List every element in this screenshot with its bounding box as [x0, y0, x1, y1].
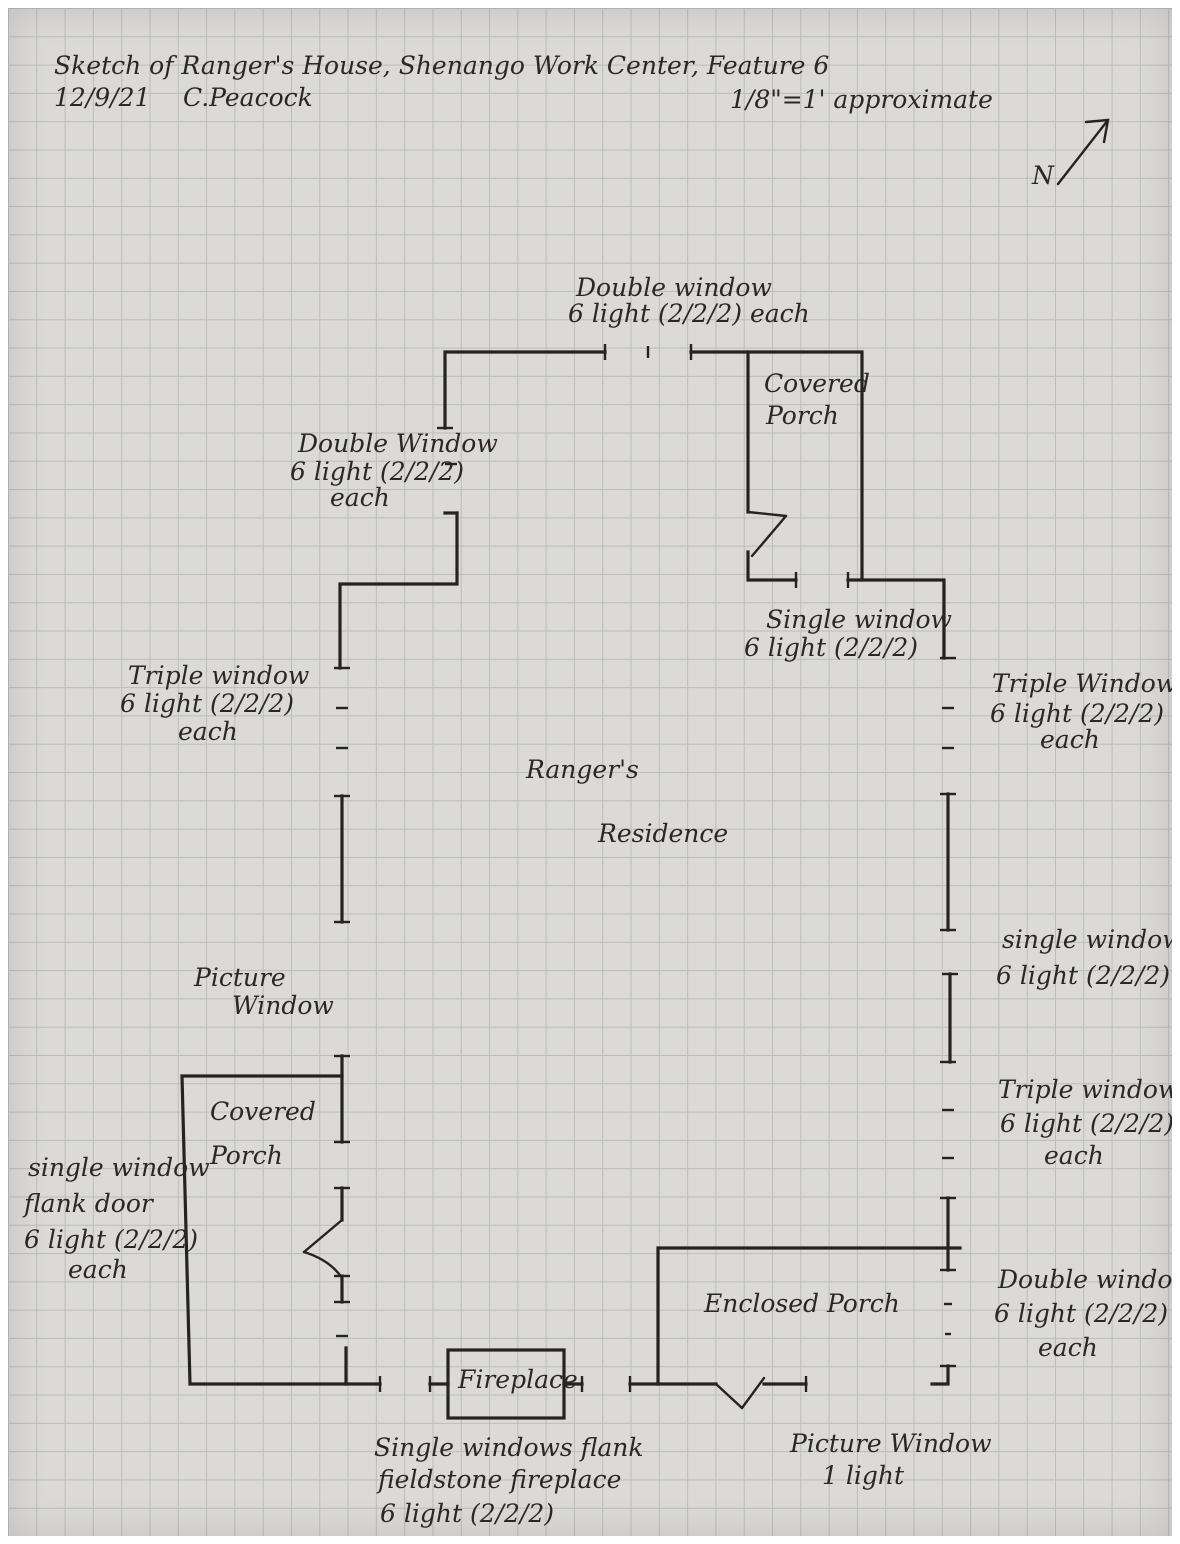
left-porch-label-line1: Covered — [210, 1097, 316, 1126]
right-double-window-label-3: each — [1038, 1333, 1098, 1362]
fireplace-box — [446, 1348, 566, 1420]
left-double-window-label-2: 6 light (2/2/2) — [290, 457, 464, 486]
right-single-window-label-1: single window — [1002, 925, 1172, 954]
main-room-label-line2: Residence — [597, 819, 728, 848]
left-single-flank-label-4: each — [68, 1255, 128, 1284]
left-single-flank-label-3: 6 light (2/2/2) — [24, 1225, 198, 1254]
enclosed-porch-outline — [656, 1246, 962, 1386]
top-double-window-label-1: Double window — [575, 273, 772, 302]
north-label: N — [1031, 161, 1055, 190]
left-single-flank-label-1: single window — [28, 1153, 210, 1182]
bottom-fireplace-windows-label-1: Single windows flank — [374, 1433, 644, 1462]
right-triple-upper-label-3: each — [1040, 725, 1100, 754]
bottom-picture-window-label-1: Picture Window — [789, 1429, 991, 1458]
left-picture-window-label-1: Picture — [193, 963, 286, 992]
right-triple-lower-label-3: each — [1044, 1141, 1104, 1170]
bottom-picture-window-label-2: 1 light — [822, 1461, 905, 1490]
floor-plan-sketch: Sketch of Ranger's House, Shenango Work … — [22, 51, 1172, 1528]
fireplace-label: Fireplace — [457, 1365, 578, 1394]
right-double-window-label-1: Double window — [997, 1265, 1172, 1294]
sketch-author: C.Peacock — [183, 83, 313, 112]
left-porch-outline — [180, 1074, 348, 1386]
left-triple-window-label-3: each — [178, 717, 238, 746]
top-porch-outline — [746, 350, 798, 588]
top-porch-label-line1: Covered — [764, 369, 870, 398]
left-single-flank-label-2: flank door — [22, 1189, 155, 1218]
sketch-title: Sketch of Ranger's House, Shenango Work … — [54, 51, 829, 80]
right-triple-lower-label-1: Triple window — [998, 1075, 1172, 1104]
north-arrow-icon — [1056, 118, 1110, 186]
bottom-fireplace-windows-label-2: fieldstone fireplace — [376, 1465, 621, 1494]
left-double-window-label-3: each — [330, 483, 390, 512]
right-triple-upper-label-2: 6 light (2/2/2) — [990, 699, 1164, 728]
top-single-window-label-2: 6 light (2/2/2) — [744, 633, 918, 662]
right-double-window-label-2: 6 light (2/2/2) — [994, 1299, 1168, 1328]
left-triple-window-label-1: Triple window — [128, 661, 309, 690]
graph-paper-sheet: Sketch of Ranger's House, Shenango Work … — [8, 8, 1172, 1536]
right-triple-upper-label-1: Triple Window — [992, 669, 1172, 698]
left-triple-window-label-2: 6 light (2/2/2) — [120, 689, 294, 718]
right-single-window-label-2: 6 light (2/2/2) — [996, 961, 1170, 990]
top-double-window-label-2: 6 light (2/2/2) each — [568, 299, 810, 328]
top-porch-label-line2: Porch — [765, 401, 839, 430]
main-room-label-line1: Ranger's — [525, 755, 639, 784]
bottom-fireplace-windows-label-3: 6 light (2/2/2) — [380, 1499, 554, 1528]
sketch-date: 12/9/21 — [54, 83, 150, 112]
left-double-window-label-1: Double Window — [297, 429, 498, 458]
sketch-scale: 1/8"=1' approximate — [730, 85, 993, 114]
left-picture-window-label-2: Window — [232, 991, 334, 1020]
right-triple-lower-label-2: 6 light (2/2/2) — [1000, 1109, 1172, 1138]
top-single-window-label-1: Single window — [766, 605, 952, 634]
enclosed-porch-label: Enclosed Porch — [703, 1289, 900, 1318]
left-porch-label-line2: Porch — [209, 1141, 283, 1170]
